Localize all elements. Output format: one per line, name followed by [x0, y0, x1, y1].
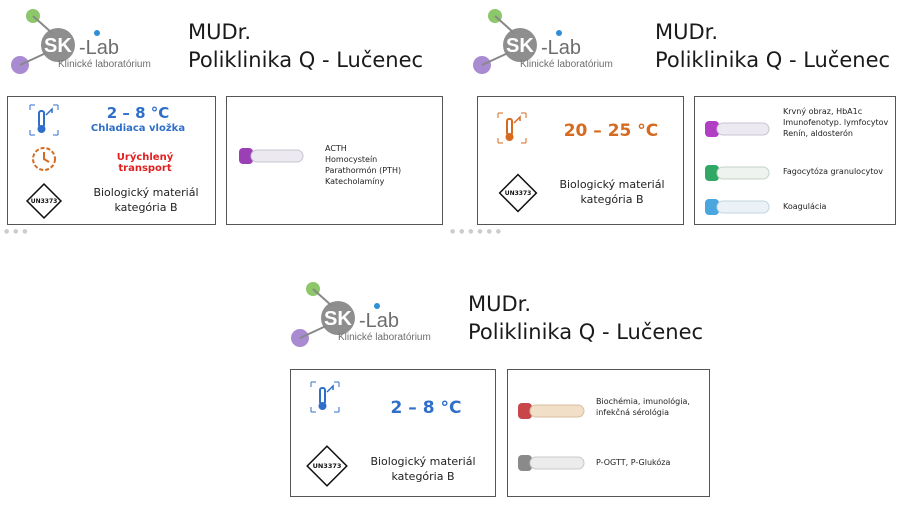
storage-card: 20 – 25 °C UN3373 Biologický materiál ka…: [477, 96, 684, 225]
test-line: P-OGTT, P-Glukóza: [596, 458, 671, 467]
storage-card: 2 – 8 °C Chladiaca vložka Urýchlený tran…: [7, 96, 216, 225]
tube-tests: ACTH Homocysteín Parathormón (PTH) Katec…: [325, 143, 401, 187]
un3373-diamond-icon: UN3373: [306, 445, 348, 487]
storage-card: 2 – 8 °C UN3373 Biologický materiál kate…: [290, 369, 496, 497]
test-line: Renín, aldosterón: [783, 129, 853, 138]
title-line-2: Poliklinika Q - Lučenec: [468, 320, 704, 344]
urgent-transport: Urýchlený transport: [116, 152, 174, 174]
svg-text:SK: SK: [324, 308, 352, 330]
test-line: infekčná sérológia: [596, 408, 669, 417]
material-category: Biologický materiál kategória B: [552, 177, 672, 207]
tube-purple-icon: [239, 148, 304, 164]
thermometer-icon: [310, 381, 340, 413]
temperature-range: 2 – 8 °C: [106, 104, 170, 122]
panel-title: MUDr. Poliklinika Q - Lučenec: [468, 290, 703, 346]
clock-icon: [32, 147, 56, 171]
cooling-insert: Chladiaca vložka: [90, 123, 186, 134]
material-line-1: Biologický materiál: [93, 186, 199, 199]
test-line: Biochémia, imunológia,: [596, 397, 690, 406]
svg-text:-Lab: -Lab: [359, 310, 399, 332]
tube-tests: Fagocytóza granulocytov: [783, 166, 883, 177]
tube-card: Krvný obraz, HbA1c Imunofenotyp. lymfocy…: [694, 96, 896, 225]
title-line-1: MUDr.: [188, 20, 252, 44]
test-line: Krvný obraz, HbA1c: [783, 107, 863, 116]
tube-tests: Koagulácia: [783, 201, 826, 212]
pager-dots: ● ● ●: [4, 228, 29, 235]
logo-subtitle: Klinické laboratórium: [338, 332, 431, 343]
tube-blue-icon: [705, 199, 770, 215]
svg-text:UN3373: UN3373: [31, 198, 58, 205]
tube-red-icon: [518, 403, 585, 419]
svg-text:UN3373: UN3373: [505, 190, 532, 197]
material-category: Biologický materiál kategória B: [361, 454, 485, 484]
sk-lab-logo: SK -Lab Klinické laboratórium: [291, 282, 431, 347]
thermometer-icon: [29, 104, 59, 136]
tube-green-icon: [705, 165, 770, 181]
material-line-2: kategória B: [580, 193, 644, 206]
tube-tests: Biochémia, imunológia, infekčná sérológi…: [596, 396, 690, 418]
tube-tests: Krvný obraz, HbA1c Imunofenotyp. lymfocy…: [783, 106, 888, 139]
test-line: Parathormón (PTH): [325, 166, 402, 175]
title-line-1: MUDr.: [655, 20, 719, 44]
svg-text:SK: SK: [44, 35, 72, 57]
sk-lab-logo: SK -Lab Klinické laboratórium: [473, 9, 613, 74]
material-category: Biologický materiál kategória B: [86, 185, 206, 215]
temperature-range: 2 – 8 °C: [390, 398, 462, 418]
un3373-diamond-icon: UN3373: [498, 173, 538, 213]
tube-gray-icon: [518, 455, 585, 471]
logo-subtitle: Klinické laboratórium: [58, 59, 151, 70]
title-line-1: MUDr.: [468, 292, 532, 316]
un3373-diamond-icon: UN3373: [25, 182, 63, 220]
panel-title: MUDr. Poliklinika Q - Lučenec: [188, 18, 423, 74]
test-line: Koagulácia: [783, 202, 827, 211]
sk-lab-logo: SK -Lab Klinické laboratórium: [11, 9, 151, 74]
pager-dots: ● ● ● ● ● ●: [450, 228, 502, 235]
material-line-2: kategória B: [391, 470, 455, 483]
title-line-2: Poliklinika Q - Lučenec: [655, 48, 891, 72]
tube-card: ACTH Homocysteín Parathormón (PTH) Katec…: [226, 96, 443, 225]
svg-text:-Lab: -Lab: [79, 37, 119, 59]
tube-purple-icon: [705, 121, 770, 137]
title-line-2: Poliklinika Q - Lučenec: [188, 48, 424, 72]
temperature-range: 20 – 25 °C: [563, 121, 659, 141]
svg-text:-Lab: -Lab: [541, 37, 581, 59]
svg-text:SK: SK: [506, 35, 534, 57]
panel-title: MUDr. Poliklinika Q - Lučenec: [655, 18, 890, 74]
test-line: Imunofenotyp. lymfocytov: [783, 118, 889, 127]
test-line: Katecholamíny: [325, 177, 385, 186]
tube-card: Biochémia, imunológia, infekčná sérológi…: [507, 369, 710, 497]
material-line-1: Biologický materiál: [370, 455, 476, 468]
material-line-2: kategória B: [114, 201, 178, 214]
test-line: ACTH: [325, 144, 347, 153]
test-line: Fagocytóza granulocytov: [783, 167, 883, 176]
material-line-1: Biologický materiál: [559, 178, 665, 191]
logo-subtitle: Klinické laboratórium: [520, 59, 613, 70]
thermometer-icon: [497, 112, 527, 144]
svg-text:UN3373: UN3373: [313, 462, 342, 470]
test-line: Homocysteín: [325, 155, 378, 164]
tube-tests: P-OGTT, P-Glukóza: [596, 457, 670, 468]
